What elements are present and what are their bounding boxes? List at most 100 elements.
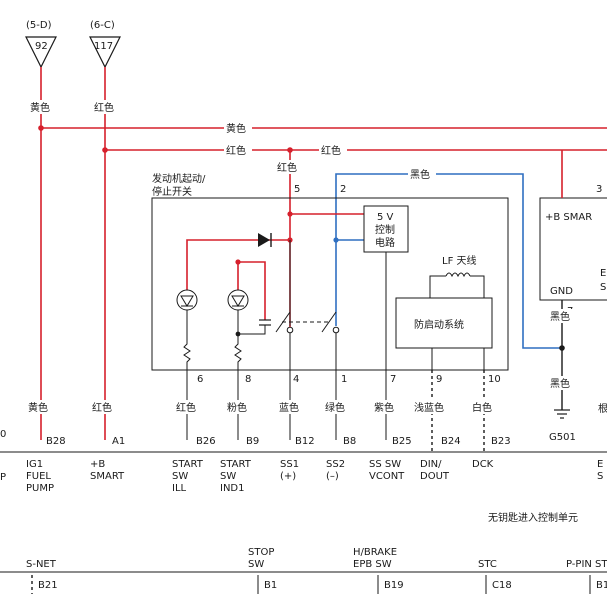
pin-label: 10 [488, 374, 501, 385]
svg-text:C18: C18 [492, 580, 512, 591]
cu-pin: B23 [491, 436, 511, 447]
svg-text:EPB SW: EPB SW [353, 559, 392, 570]
blue-wire-pin2 [335, 173, 562, 349]
control-unit-caption: 无钥匙进入控制单元 [488, 511, 578, 524]
svg-text:B1: B1 [264, 580, 277, 591]
antenna-coil-icon [445, 272, 471, 278]
wire-color-label: 黑色 [550, 377, 570, 390]
pin-label: 6 [197, 374, 203, 385]
svg-text:(+): (+) [280, 471, 296, 482]
connector-triangle [25, 36, 57, 69]
svg-text:S: S [597, 471, 603, 482]
switch-box [151, 197, 509, 371]
ctrl-label: 5 V [377, 212, 394, 223]
wire-color-label: 黑色 [550, 310, 570, 323]
svg-text:(–): (–) [326, 471, 339, 482]
lamp-icon [176, 289, 198, 311]
ctrl-label: 电路 [375, 236, 395, 249]
svg-text:SMART: SMART [90, 471, 125, 482]
lower-connector-row: S-NET STOP SW H/BRAKE EPB SW STC P-PIN S… [0, 547, 607, 594]
svg-text:H/BRAKE: H/BRAKE [353, 547, 397, 558]
cu-pin: B9 [246, 436, 259, 447]
svg-text:P-PIN ST: P-PIN ST [566, 559, 607, 570]
svg-text:SS2: SS2 [326, 459, 345, 470]
svg-text:E: E [597, 459, 603, 470]
ctrl-label: 控制 [375, 223, 395, 236]
svg-text:S-NET: S-NET [26, 559, 57, 570]
svg-text:SS1: SS1 [280, 459, 299, 470]
module-partial: 根 [598, 402, 607, 415]
connector-6c: (6-C) 117 [89, 20, 121, 69]
cu-pin: B8 [343, 436, 356, 447]
wire-color-label: 黑色 [410, 168, 430, 181]
svg-text:SS SW: SS SW [369, 459, 401, 470]
wire-color-label: 红色 [321, 144, 341, 157]
pin-label: 4 [293, 374, 299, 385]
start-stop-switch: 发动机起动/ 停止开关 5 2 [151, 172, 509, 385]
module-partial: S [600, 282, 606, 293]
cu-pin: B28 [46, 436, 66, 447]
svg-text:+B: +B [90, 459, 105, 470]
svg-text:START: START [220, 459, 252, 470]
pin-label: 2 [340, 184, 346, 195]
svg-text:STC: STC [478, 559, 497, 570]
switch-title: 发动机起动/ [152, 172, 206, 185]
switch-title: 停止开关 [152, 185, 192, 198]
antenna-label: LF 天线 [442, 254, 477, 267]
cu-pin: B26 [196, 436, 216, 447]
cu-pin: A1 [112, 436, 125, 447]
cu-pin: B12 [295, 436, 315, 447]
svg-text:SW: SW [172, 471, 188, 482]
diode-icon [258, 233, 270, 247]
svg-text:SW: SW [220, 471, 236, 482]
cu-pin: B24 [441, 436, 461, 447]
wire-color-label: 黄色 [30, 101, 50, 114]
pin-label: 3 [596, 184, 602, 195]
module-box [539, 197, 607, 301]
wire-color-label: 红色 [277, 161, 297, 174]
switch-contact [321, 311, 337, 333]
resistor-icon [183, 310, 191, 370]
svg-text:VCONT: VCONT [369, 471, 405, 482]
wire-color-label: 粉色 [227, 401, 247, 414]
wire-color-label: 红色 [176, 401, 196, 414]
wire-color-label: 红色 [94, 101, 114, 114]
right-module: 3 +B SMAR GND E S 7 黑色 黑色 G501 根 [539, 150, 607, 443]
ground-ref: G501 [549, 432, 576, 443]
immobilizer-box [395, 297, 493, 349]
pin-label: 5 [294, 184, 300, 195]
svg-text:DIN/: DIN/ [420, 459, 442, 470]
module-gnd: GND [550, 286, 573, 297]
connector-5d: (5-D) 92 [25, 20, 57, 69]
svg-text:B21: B21 [38, 580, 58, 591]
control-circuit-box [363, 205, 409, 253]
wire-color-label: 黄色 [28, 401, 48, 414]
pin-label: 1 [341, 374, 347, 385]
module-partial: E [600, 268, 606, 279]
wire-color-label: 绿色 [325, 401, 345, 414]
svg-text:IG1: IG1 [26, 459, 43, 470]
wire-color-label: 黄色 [226, 122, 246, 135]
control-unit-signals: IG1 FUEL PUMP +B SMART START SW ILL STAR… [26, 459, 603, 494]
wire-color-label: 紫色 [374, 401, 394, 414]
bottom-wire-labels: 黄色 红色 红色 粉色 蓝色 绿色 紫色 浅蓝色 白色 [26, 400, 500, 414]
svg-text:PUMP: PUMP [26, 483, 54, 494]
signal-name: 0 [0, 429, 6, 440]
lamp-icon [227, 289, 249, 311]
immobilizer-label: 防启动系统 [414, 318, 464, 331]
wire-color-label: 红色 [226, 144, 246, 157]
signal-name: P [0, 472, 6, 483]
wire-color-label: 白色 [472, 401, 492, 414]
control-unit-pins: B28 A1 B26 B9 B12 B8 B25 B24 B23 [46, 436, 511, 447]
resistor-icon [234, 310, 242, 370]
svg-text:DCK: DCK [472, 459, 494, 470]
module-label: +B SMAR [545, 212, 592, 223]
pin-label: 7 [390, 374, 396, 385]
connector-ref: (6-C) [90, 20, 115, 31]
svg-text:START: START [172, 459, 204, 470]
pin-label: 9 [436, 374, 442, 385]
pin-label: 8 [245, 374, 251, 385]
svg-text:IND1: IND1 [220, 483, 245, 494]
wire-color-label: 浅蓝色 [414, 401, 444, 414]
